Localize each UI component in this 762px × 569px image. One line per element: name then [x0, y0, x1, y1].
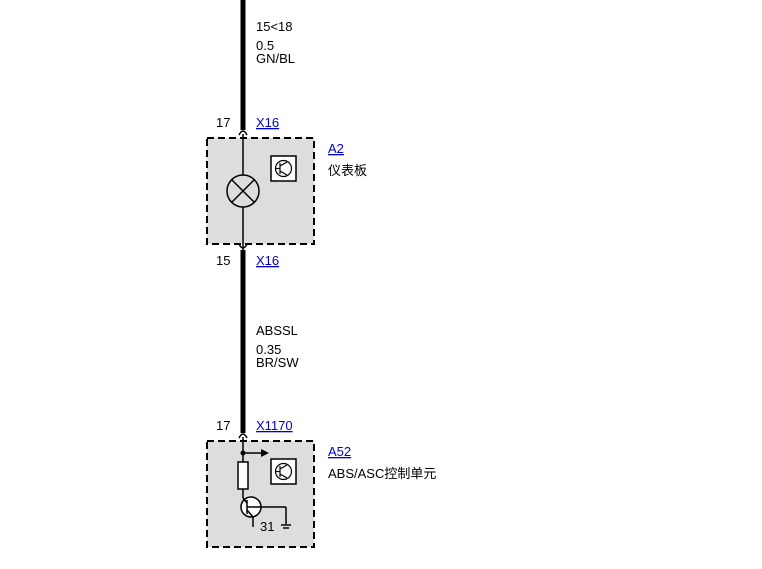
- connector-x16-bottom-link[interactable]: X16: [256, 253, 279, 268]
- ground-icon: [281, 507, 291, 529]
- wire-middle-color: BR/SW: [256, 355, 299, 370]
- component-a2-ref-link[interactable]: A2: [328, 141, 344, 156]
- wire-top-color: GN/BL: [256, 51, 295, 66]
- component-a2-box: [206, 137, 315, 245]
- connector-x16-bottom-symbol: [238, 243, 248, 249]
- connector-x16-top-link[interactable]: X16: [256, 115, 279, 130]
- resistor-symbol: [237, 461, 249, 490]
- a52-transistor-icon: [270, 458, 297, 485]
- connector-x16-top-symbol: [238, 130, 248, 136]
- a52-ground-pin: 31: [260, 519, 274, 534]
- component-a52-name: ABS/ASC控制单元: [328, 466, 436, 481]
- wire-top-gauge: 0.5: [256, 38, 274, 53]
- connector-x1170-symbol: [238, 433, 248, 439]
- wire-middle-signal: ABSSL: [256, 323, 298, 338]
- wire-middle-gauge: 0.35: [256, 342, 281, 357]
- output-arrow-icon: [243, 449, 269, 457]
- a52-output-transistor: [240, 496, 286, 527]
- component-a52-ref-link[interactable]: A52: [328, 444, 351, 459]
- a2-transistor-icon: [270, 155, 297, 182]
- lamp-icon: [226, 174, 260, 208]
- connector-x16-bottom-pin: 15: [216, 253, 230, 268]
- connector-x1170-link[interactable]: X1170: [256, 418, 293, 433]
- connector-x16-top-pin: 17: [216, 115, 230, 130]
- wire-top-signal: 15<18: [256, 19, 293, 34]
- connector-x1170-pin: 17: [216, 418, 230, 433]
- component-a2-name: 仪表板: [328, 163, 367, 178]
